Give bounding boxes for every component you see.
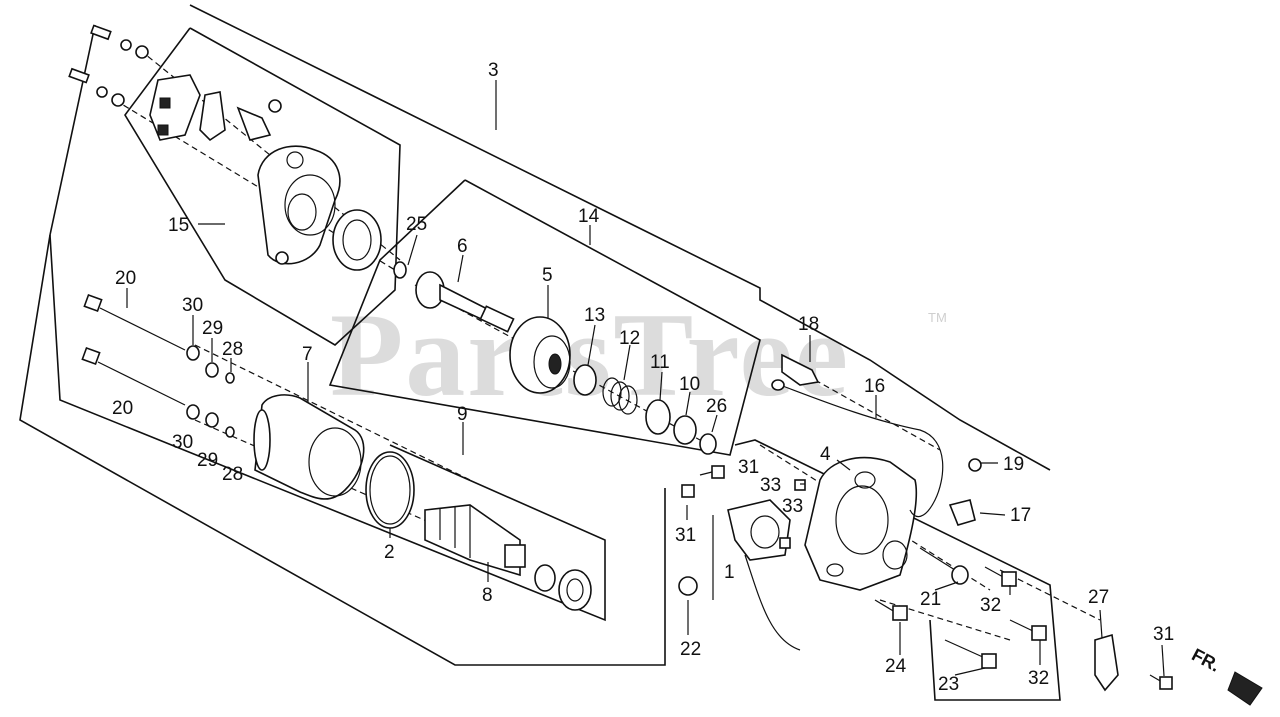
washer-25 [393,261,407,279]
callout-20b: 20 [112,398,133,419]
callout-5: 5 [542,265,553,286]
frame-rear-cover [124,27,401,346]
frame-armature [49,234,606,622]
callout-17: 17 [1010,505,1031,526]
circlip-26 [699,433,717,455]
bracket-27 [1094,633,1119,692]
clip-17 [948,499,976,526]
callout-22: 22 [680,639,701,660]
o-ring-2-inner [369,455,411,525]
callout-15: 15 [168,215,189,236]
callout-19: 19 [1003,454,1024,475]
callout-31a: 31 [738,457,759,478]
callout-27: 27 [1088,587,1109,608]
callout-13: 13 [584,305,605,326]
callout-32b: 32 [1028,668,1049,689]
screw-19 [968,458,982,472]
bolt-31c [1149,674,1173,690]
callout-28a: 28 [222,339,243,360]
callout-26: 26 [706,396,727,417]
direction-arrow: FR. [1188,644,1263,706]
callout-24: 24 [885,656,907,677]
solenoid-1 [727,499,801,651]
callout-3: 3 [488,60,499,81]
callout-30a: 30 [182,295,203,316]
spring-12 [602,377,638,415]
callout-16: 16 [864,376,885,397]
callout-23: 23 [938,674,959,695]
overrunning-clutch [509,316,571,394]
bolt-21 [919,547,969,585]
through-bolt-lower [81,346,235,438]
washer-10 [673,415,697,445]
direction-arrow-icon [1227,671,1263,706]
callout-18: 18 [798,314,819,335]
rear-cover-assembly [68,24,407,279]
callout-29b: 29 [197,450,218,471]
callout-20a: 20 [115,268,136,289]
bolt-32b [1009,619,1047,641]
callout-8: 8 [482,585,493,606]
rear-cover-housing [257,145,341,265]
callout-1: 1 [724,562,735,583]
bolt-top-1 [90,24,149,59]
callout-31b: 31 [675,525,696,546]
callout-28b: 28 [222,464,243,485]
callout-10: 10 [679,374,700,395]
assembly-frames [19,4,1061,701]
frame-drive [328,179,761,456]
yoke-7 [253,394,365,500]
callout-9: 9 [457,404,468,425]
bolt-23 [944,639,997,669]
callout-33a: 33 [760,475,781,496]
front-cover-4 [804,456,918,591]
watermark: PartsTree [330,288,850,421]
callout-14: 14 [578,206,600,227]
frame-main-left [19,24,666,666]
callout-11: 11 [650,352,670,373]
callout-2: 2 [384,542,395,563]
callout-32a: 32 [980,595,1001,616]
o-ring-2 [365,451,415,529]
callout-7: 7 [302,344,313,365]
bolt-24 [874,599,908,621]
callout-6: 6 [457,236,468,257]
direction-arrow-label: FR. [1188,644,1223,675]
callout-12: 12 [619,328,640,349]
bolt-top-2 [68,67,125,107]
callouts: 3 14 15 25 6 5 13 12 11 10 26 18 16 20 3… [112,60,1174,695]
armature-8 [424,504,592,611]
through-bolts [81,293,235,438]
through-bolt-upper [83,293,235,384]
frame-main [189,4,1051,471]
seal-ring [332,209,382,271]
frame-front-cover [734,439,1061,701]
callout-33b: 33 [782,496,803,517]
terminal-18 [781,353,820,386]
leader-lines [126,80,1165,677]
cable-16 [771,379,944,518]
callout-4: 4 [820,444,831,465]
stop-collar-13 [573,364,597,396]
callout-21: 21 [920,589,941,610]
callout-25: 25 [406,214,427,235]
bolt-32a [984,566,1017,587]
callout-30b: 30 [172,432,193,453]
watermark-trademark: TM [928,310,947,325]
pinion-shaft [415,271,515,333]
seal-11 [645,399,671,435]
drive-assembly [415,271,717,455]
callout-29a: 29 [202,318,223,339]
callout-31c: 31 [1153,624,1174,645]
brush-holder [149,74,282,142]
small-nuts [678,465,806,596]
